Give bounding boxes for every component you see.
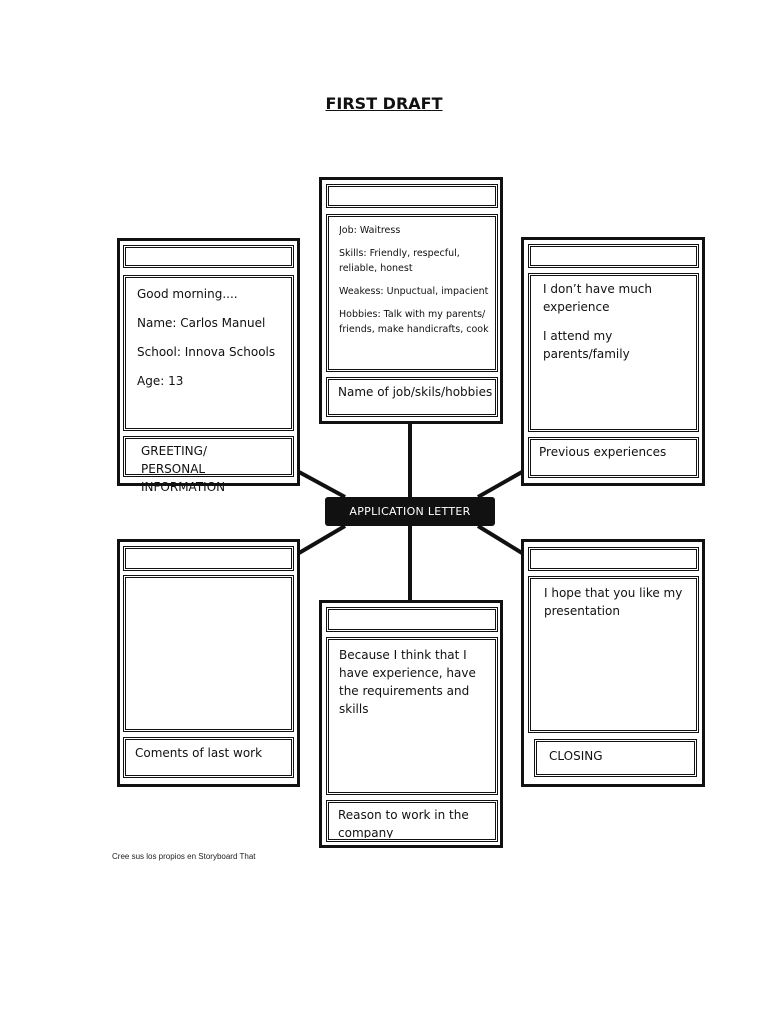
job-line: Job: Waitress — [339, 225, 401, 236]
reason-header-box — [326, 607, 498, 632]
closing-panel: I hope that you like my presentation CLO… — [521, 539, 705, 787]
comments-panel: Coments of last work — [117, 539, 300, 787]
experience-caption-box — [528, 437, 699, 478]
closing-content-box — [528, 576, 699, 733]
closing-caption-box — [534, 739, 697, 777]
reason-text: Because I think that I have experience, … — [339, 646, 487, 729]
closing-header-box — [528, 547, 699, 571]
comments-content-box — [123, 575, 294, 732]
job-line: Hobbies: Talk with my parents/ friends, … — [339, 309, 489, 335]
page-title: FIRST DRAFT — [325, 94, 443, 113]
greeting-content-box — [123, 275, 294, 431]
comments-caption: Coments of last work — [135, 746, 263, 760]
greeting-caption: GREETING/ PERSONAL INFORMATION — [141, 444, 226, 494]
reason-caption: Reason to work in the company — [338, 808, 469, 838]
experience-line: I attend my parents/family — [543, 329, 630, 361]
greeting-panel: Good morning.... Name: Carlos Manuel Sch… — [117, 238, 300, 494]
experience-line: I don’t have much experience — [543, 282, 653, 314]
job-caption-box — [326, 377, 498, 417]
job-panel: Job: Waitress Skills: Friendly, respecfu… — [319, 177, 503, 424]
reason-content-box — [326, 637, 498, 795]
greeting-line: School: Innova Schools — [137, 345, 276, 359]
experience-header-box — [528, 244, 699, 268]
job-line: Skills: Friendly, respecful, reliable, h… — [339, 248, 460, 274]
greeting-line: Name: Carlos Manuel — [137, 316, 266, 330]
job-line: Weakess: Unpuctual, impacient — [339, 286, 489, 297]
job-text: Job: Waitress Skills: Friendly, respecfu… — [339, 223, 489, 368]
central-topic-node: APPLICATION LETTER — [325, 497, 495, 526]
greeting-text: Good morning.... Name: Carlos Manuel Sch… — [137, 285, 287, 401]
comments-caption-box — [123, 737, 294, 778]
greeting-line: Good morning.... — [137, 287, 238, 301]
experience-caption: Previous experiences — [539, 445, 667, 459]
experience-panel: I don’t have much experience I attend my… — [521, 237, 705, 486]
closing-text: I hope that you like my presentation — [544, 584, 694, 631]
job-header-box — [326, 184, 498, 208]
reason-caption-box — [326, 800, 498, 842]
comments-header-box — [123, 546, 294, 571]
experience-text: I don’t have much experience I attend my… — [543, 280, 693, 374]
greeting-caption-box — [123, 436, 294, 477]
closing-line: I hope that you like my presentation — [544, 586, 683, 618]
job-content-box — [326, 214, 498, 372]
reason-line: Because I think that I have experience, … — [339, 648, 476, 716]
reason-panel: Because I think that I have experience, … — [319, 600, 503, 848]
experience-content-box — [528, 273, 699, 432]
job-caption: Name of job/skils/hobbies — [338, 385, 493, 399]
greeting-line: Age: 13 — [137, 374, 184, 388]
greeting-header-box — [123, 245, 294, 268]
closing-caption: CLOSING — [549, 749, 603, 763]
footer-credit: Cree sus los propios en Storyboard That — [112, 852, 256, 861]
